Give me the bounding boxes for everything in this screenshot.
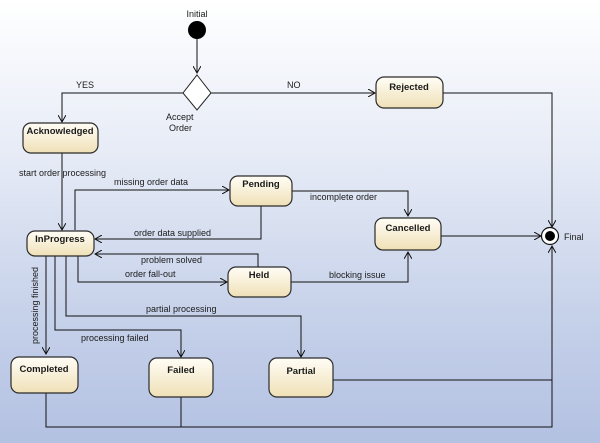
state-partial (268, 357, 334, 398)
accept-order-decision (182, 74, 212, 111)
edge-pending-to-cancelled (292, 190, 408, 216)
edge-held-to-inprogress (95, 254, 259, 267)
final-label: Final (564, 232, 584, 242)
state-completed-label: Completed (19, 364, 68, 375)
decision-label-line1: Accept (166, 112, 194, 122)
state-failed-label: Failed (167, 365, 195, 376)
label-blocking-issue: blocking issue (329, 270, 386, 280)
state-acknowledged-label: Acknowledged (26, 126, 93, 137)
label-no: NO (287, 80, 301, 90)
label-start-order-processing: start order processing (19, 168, 106, 178)
state-acknowledged (22, 122, 99, 154)
label-partial-processing: partial processing (146, 304, 217, 314)
edge-held-to-cancelled (291, 252, 408, 283)
edge-rejected-to-final (443, 92, 552, 227)
state-held (227, 266, 292, 298)
edge-inprogress-to-held (77, 256, 227, 282)
label-incomplete-order: incomplete order (310, 192, 377, 202)
decision-label-line2: Order (169, 123, 192, 133)
label-processing-finished: processing finished (30, 267, 40, 344)
state-held-label: Held (249, 270, 270, 281)
edge-partial-to-final (333, 246, 552, 381)
edge-inprogress-to-pending (74, 190, 229, 230)
state-pending-label: Pending (242, 179, 280, 190)
state-rejected (375, 76, 444, 109)
label-processing-failed: processing failed (81, 333, 149, 343)
label-problem-solved: problem solved (141, 255, 202, 265)
state-cancelled-label: Cancelled (386, 223, 431, 234)
edge-inprogress-to-failed (54, 256, 181, 357)
edge-completed-failed-to-final (45, 380, 553, 428)
final-node-core (545, 231, 555, 241)
initial-node (188, 21, 206, 39)
state-pending (229, 175, 293, 207)
edge-decision-to-acknowledged (62, 92, 183, 122)
label-yes: YES (76, 80, 94, 90)
initial-label: Initial (186, 9, 207, 19)
state-inprogress-label: InProgress (35, 234, 85, 245)
state-cancelled (374, 217, 442, 251)
state-completed (10, 356, 79, 394)
state-inprogress (26, 230, 95, 257)
edge-inprogress-to-partial (65, 256, 301, 357)
label-order-fall-out: order fall-out (125, 269, 176, 279)
state-rejected-label: Rejected (389, 82, 429, 93)
label-missing-order-data: missing order data (114, 177, 188, 187)
state-failed (148, 357, 214, 398)
label-order-data-supplied: order data supplied (134, 228, 211, 238)
state-partial-label: Partial (286, 366, 315, 377)
edge-pending-to-inprogress (95, 206, 262, 239)
